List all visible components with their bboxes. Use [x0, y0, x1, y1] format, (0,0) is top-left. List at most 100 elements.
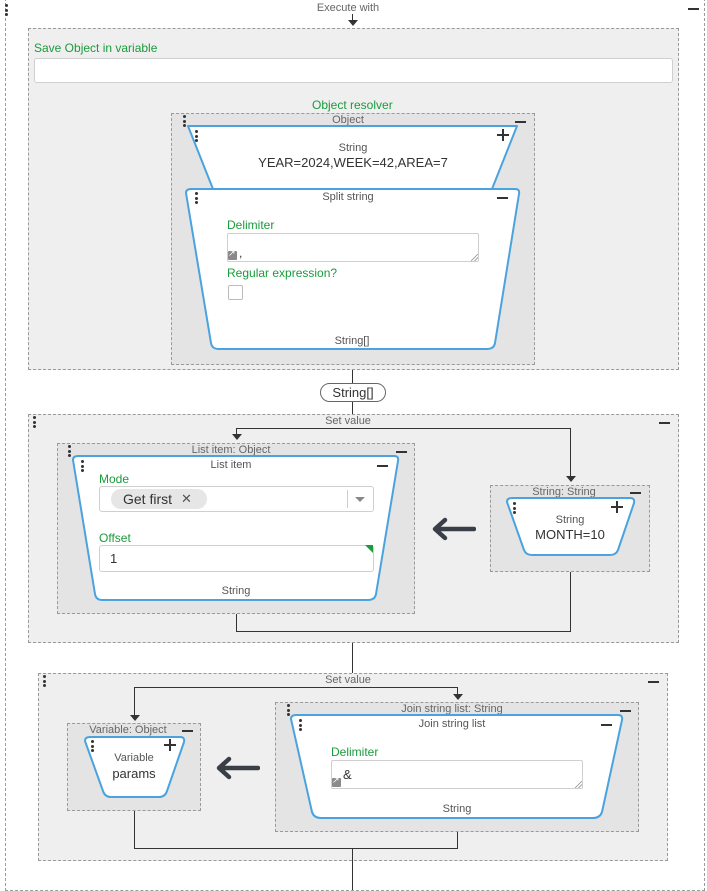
arrow-left-icon — [216, 756, 260, 780]
variable-collapse-icon[interactable] — [182, 730, 193, 732]
split-string-output: String[] — [334, 335, 370, 347]
variable-type: Variable — [114, 752, 154, 764]
connector-line — [134, 811, 135, 848]
connector-line — [457, 832, 458, 848]
connector-line — [134, 687, 458, 688]
connector-line — [457, 687, 458, 695]
connector-line — [134, 687, 135, 716]
save-object-label: Save Object in variable — [34, 41, 158, 55]
object-resolver-label: Object resolver — [312, 98, 393, 112]
connector-line — [352, 370, 353, 383]
connector-line — [570, 428, 571, 477]
chevron-down-icon[interactable] — [355, 497, 365, 502]
execute-menu-icon[interactable] — [5, 4, 9, 18]
string-block-value: YEAR=2024,WEEK=42,AREA=7 — [258, 155, 448, 170]
connector-line — [352, 643, 353, 673]
set-value-2-menu-icon[interactable] — [43, 675, 47, 689]
connector-line — [236, 631, 571, 632]
object-collapse-icon[interactable] — [515, 121, 526, 123]
mode-label: Mode — [99, 472, 130, 486]
string-block-add-icon[interactable] — [497, 129, 509, 141]
set-value-2-collapse-icon[interactable] — [648, 681, 659, 683]
set-value-1-menu-icon[interactable] — [33, 416, 37, 430]
delimiter-input[interactable] — [227, 233, 479, 262]
string-string-collapse-icon[interactable] — [630, 492, 641, 494]
join-container-collapse-icon[interactable] — [620, 710, 631, 712]
join-title: Join string list — [418, 718, 486, 730]
list-item-title: List item — [210, 459, 252, 471]
connector-line — [134, 848, 458, 849]
arrow-down-icon — [453, 694, 463, 700]
arrow-down-icon — [130, 715, 140, 721]
list-item-menu-icon[interactable] — [81, 460, 85, 474]
month-string-type: String — [555, 514, 585, 526]
connector-line — [570, 572, 571, 631]
string-string-caption: String: String — [532, 486, 596, 498]
month-string-add-icon[interactable] — [611, 501, 623, 513]
arrow-down-icon — [566, 476, 576, 482]
join-menu-icon[interactable] — [299, 719, 303, 733]
set-value-1-collapse-icon[interactable] — [659, 422, 670, 424]
save-object-input[interactable] — [34, 58, 673, 83]
join-container-menu-icon[interactable] — [287, 704, 291, 718]
variable-add-icon[interactable] — [164, 739, 176, 751]
resize-handle-icon[interactable] — [471, 254, 478, 261]
join-output: String — [442, 803, 472, 815]
connector-badge-label: String[] — [332, 385, 374, 400]
arrow-down-icon — [348, 20, 358, 26]
set-value-1-title: Set value — [325, 415, 371, 427]
variable-value: params — [112, 766, 156, 781]
expression-link-icon[interactable] — [228, 248, 237, 260]
split-string-title: Split string — [322, 191, 374, 203]
regex-checkbox[interactable] — [228, 285, 243, 300]
month-string-block-shape[interactable] — [506, 497, 636, 557]
expression-link-icon[interactable] — [332, 775, 341, 787]
list-item-output: String — [221, 585, 251, 597]
regex-label: Regular expression? — [227, 266, 338, 280]
mode-chip-label: Get first — [123, 491, 173, 507]
offset-corner-icon — [365, 545, 373, 553]
list-item-collapse-icon[interactable] — [377, 465, 388, 467]
set-value-2-title: Set value — [325, 674, 371, 686]
split-string-block-shape[interactable] — [185, 188, 521, 351]
offset-input[interactable] — [99, 545, 374, 572]
connector-badge: String[] — [320, 383, 386, 402]
delimiter-value: , — [239, 246, 243, 260]
month-string-menu-icon[interactable] — [513, 502, 517, 516]
object-caption: Object — [332, 114, 364, 126]
variable-block-shape[interactable] — [84, 736, 186, 799]
connector-line — [352, 402, 353, 414]
list-item-container-menu-icon[interactable] — [68, 445, 72, 459]
connector-line — [236, 428, 237, 436]
list-item-caption: List item: Object — [191, 444, 271, 456]
chip-remove-icon[interactable]: ✕ — [181, 491, 192, 506]
connector-line — [236, 614, 237, 631]
resize-handle-icon[interactable] — [575, 781, 582, 788]
select-divider — [347, 490, 348, 508]
connector-line — [352, 14, 353, 24]
arrow-left-icon — [432, 517, 476, 541]
string-block-type: String — [338, 142, 368, 154]
offset-label: Offset — [99, 531, 131, 545]
split-string-menu-icon[interactable] — [195, 192, 199, 206]
join-delimiter-input[interactable] — [331, 760, 583, 789]
delimiter-label: Delimiter — [227, 218, 275, 232]
execute-title: Execute with — [316, 2, 380, 14]
string-block-menu-icon[interactable] — [195, 130, 199, 144]
arrow-down-icon — [232, 434, 242, 440]
list-item-container-collapse-icon[interactable] — [396, 451, 407, 453]
month-string-value: MONTH=10 — [535, 527, 605, 542]
offset-value: 1 — [110, 551, 118, 566]
split-string-collapse-icon[interactable] — [497, 197, 508, 199]
variable-menu-icon[interactable] — [91, 740, 95, 754]
connector-line — [352, 849, 353, 890]
execute-collapse-icon[interactable] — [688, 8, 699, 10]
connector-line — [236, 428, 571, 429]
variable-caption: Variable: Object — [89, 724, 167, 736]
join-caption: Join string list: String — [401, 703, 503, 715]
join-delimiter-value: & — [343, 767, 352, 782]
mode-chip[interactable] — [111, 489, 207, 509]
object-menu-icon[interactable] — [183, 115, 187, 129]
join-delimiter-label: Delimiter — [331, 745, 379, 759]
join-collapse-icon[interactable] — [601, 724, 612, 726]
